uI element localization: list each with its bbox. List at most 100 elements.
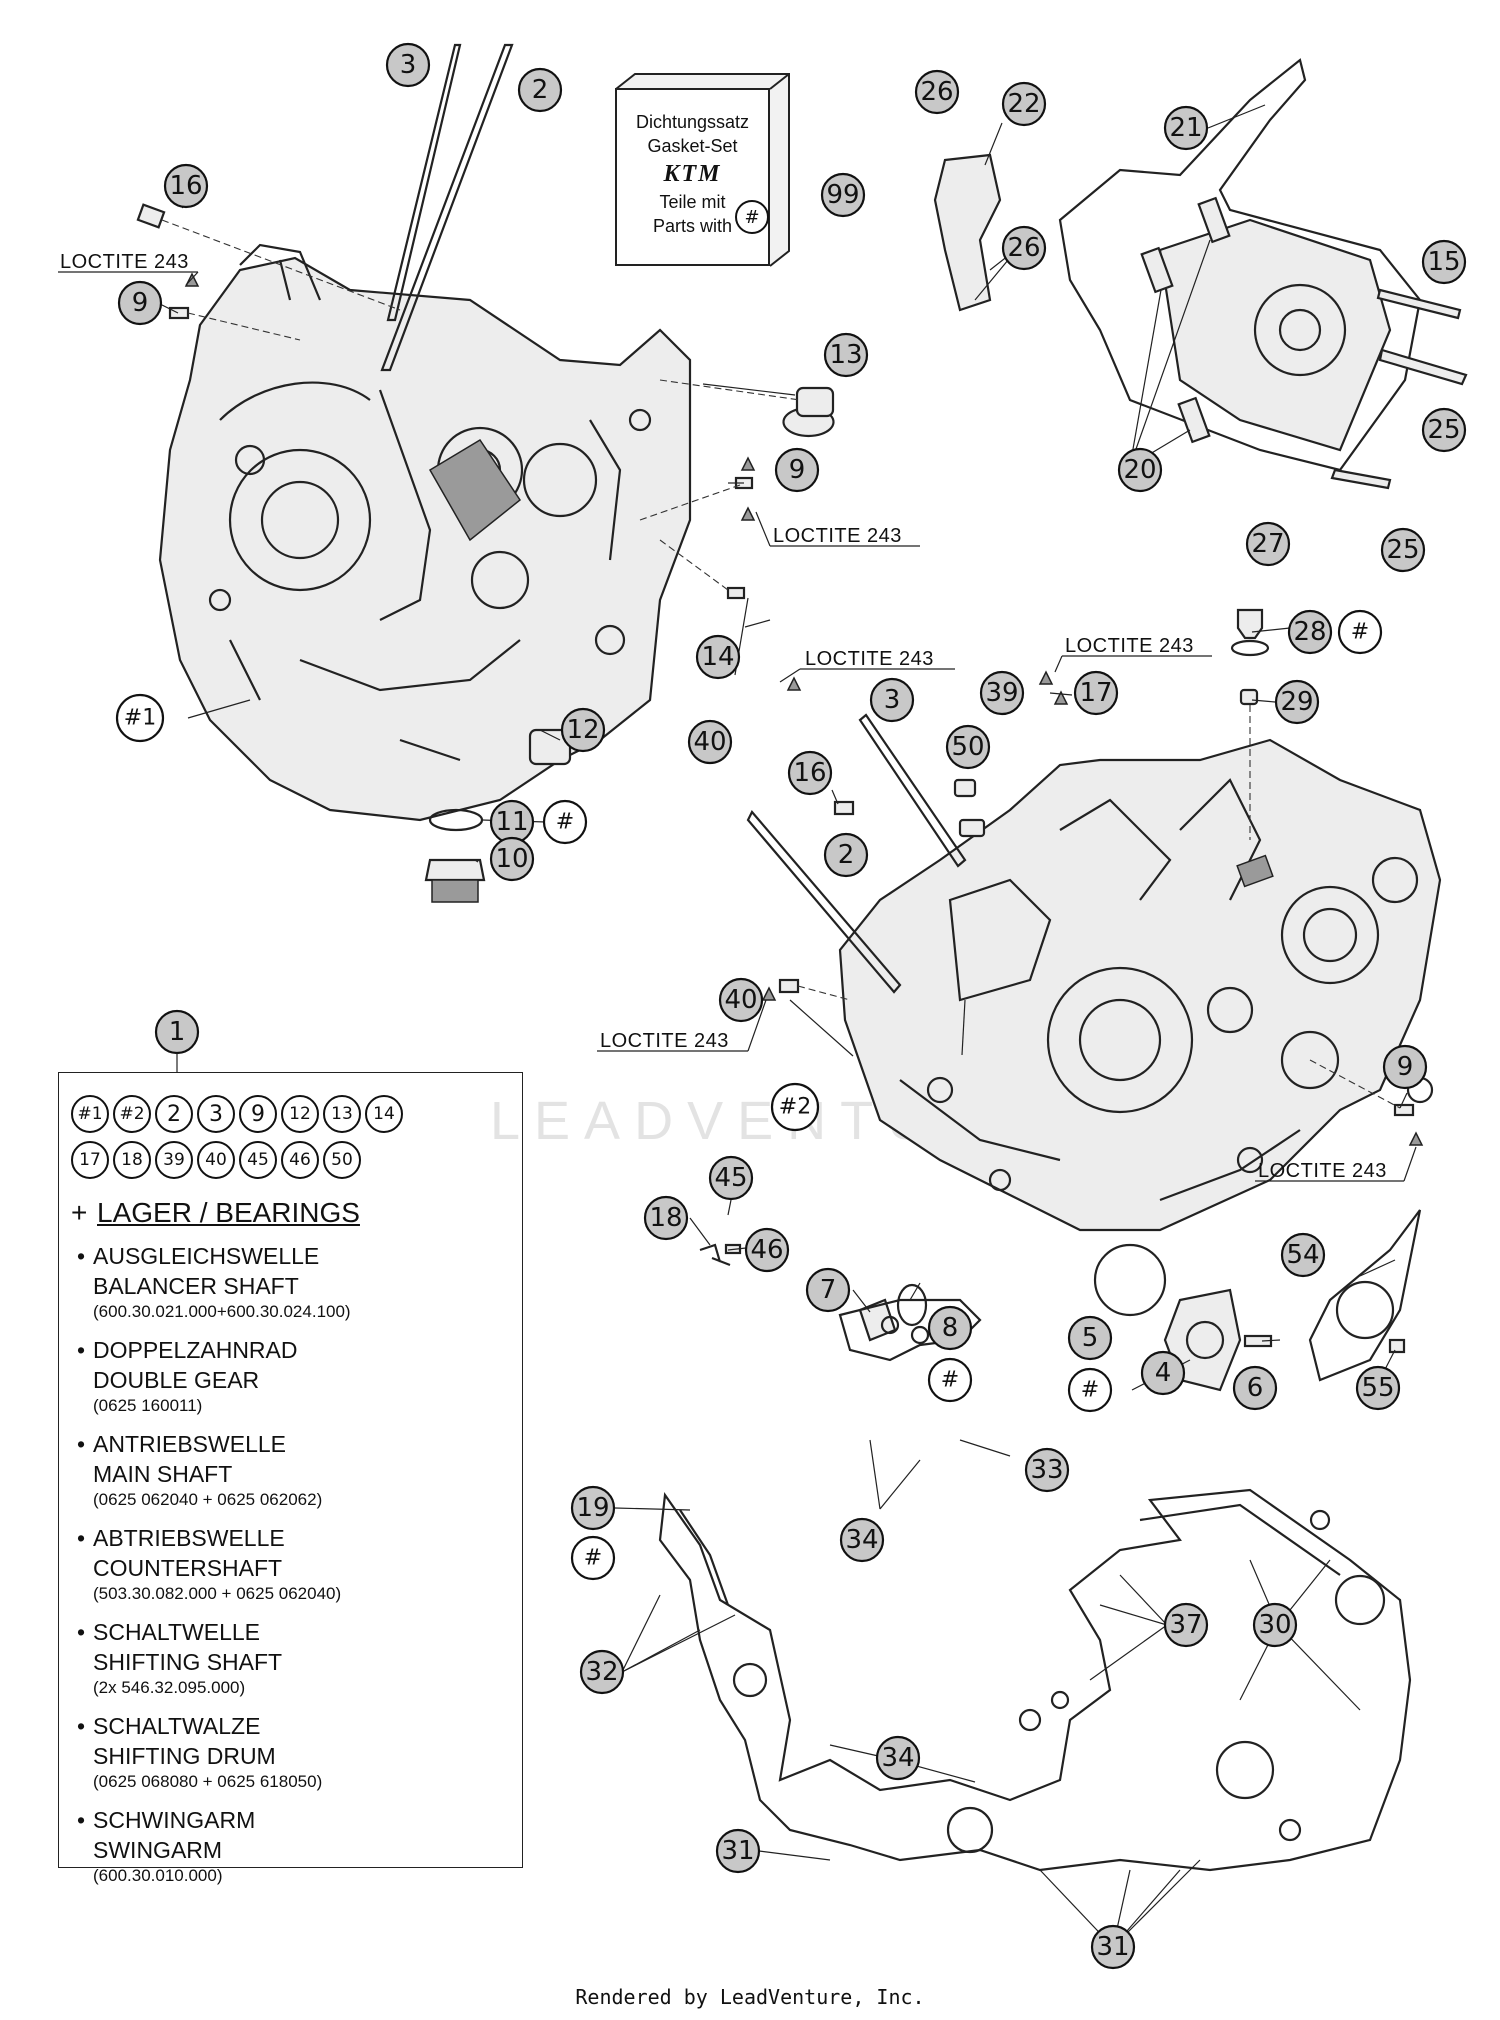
svg-text:#: # [556,810,574,835]
callout-34[interactable]: 34 [839,1517,885,1563]
legend-part-hash1[interactable]: #1 [71,1095,109,1133]
callout-30[interactable]: 30 [1252,1602,1298,1648]
callout-9c[interactable]: 9 [1382,1044,1428,1090]
callout-18[interactable]: 18 [643,1195,689,1241]
callout-2b[interactable]: 2 [823,832,869,878]
callout-15[interactable]: 15 [1421,239,1467,285]
callout-54[interactable]: 54 [1280,1232,1326,1278]
callout-29[interactable]: 29 [1274,679,1320,725]
legend-part-45[interactable]: 45 [239,1141,277,1179]
bearing-pn: (0625 068080 + 0625 618050) [93,1772,323,1791]
callout-37[interactable]: 37 [1163,1602,1209,1648]
callout-14[interactable]: 14 [695,634,741,680]
legend-part-2[interactable]: 2 [155,1095,193,1133]
callout-hash2[interactable]: #2 [770,1082,820,1132]
callout-3b[interactable]: 3 [869,677,915,723]
callout-99[interactable]: 99 [820,172,866,218]
legend-part-17[interactable]: 17 [71,1141,109,1179]
callout-50[interactable]: 50 [945,724,991,770]
callout-9[interactable]: 9 [117,280,163,326]
callout-7[interactable]: 7 [805,1267,851,1313]
svg-text:2: 2 [838,840,855,870]
callout-2[interactable]: 2 [517,67,563,113]
right-small-parts [699,608,1424,1392]
callout-6[interactable]: 6 [1232,1365,1278,1411]
callout-16b[interactable]: 16 [787,750,833,796]
svg-text:45: 45 [714,1163,747,1193]
stud-bolts-upper [380,43,514,372]
callout-25b[interactable]: 25 [1380,527,1426,573]
legend-part-hash2[interactable]: #2 [113,1095,151,1133]
callout-9b[interactable]: 9 [774,447,820,493]
legend-part-9[interactable]: 9 [239,1095,277,1133]
callout-21[interactable]: 21 [1163,105,1209,151]
svg-text:#2: #2 [779,1095,811,1120]
callout-17[interactable]: 17 [1073,670,1119,716]
callout-32[interactable]: 32 [579,1649,625,1695]
legend-part-50[interactable]: 50 [323,1141,361,1179]
callout-31b[interactable]: 31 [1090,1924,1136,1970]
legend-part-14[interactable]: 14 [365,1095,403,1133]
callout-28[interactable]: 28 [1287,609,1333,655]
callout-33[interactable]: 33 [1024,1447,1070,1493]
callout-34b[interactable]: 34 [875,1735,921,1781]
loctite-label-4: LOCTITE 243 [1065,635,1194,657]
callout-45[interactable]: 45 [708,1155,754,1201]
svg-text:#: # [1081,1378,1099,1403]
callout-11[interactable]: 11 [489,799,535,845]
callout-11-hash[interactable]: # [542,799,588,845]
svg-text:34: 34 [881,1743,914,1773]
callout-8[interactable]: 8 [927,1305,973,1351]
callout-39[interactable]: 39 [979,670,1025,716]
legend-part-40[interactable]: 40 [197,1141,235,1179]
legend-part-39[interactable]: 39 [155,1141,193,1179]
callout-31[interactable]: 31 [715,1828,761,1874]
svg-text:40: 40 [724,985,757,1015]
svg-text:#: # [1351,620,1369,645]
svg-text:19: 19 [576,1493,609,1523]
svg-text:9: 9 [1397,1052,1414,1082]
callout-55[interactable]: 55 [1355,1365,1401,1411]
callout-12[interactable]: 12 [560,707,606,753]
callout-5-hash[interactable]: # [1067,1367,1113,1413]
callout-4[interactable]: 4 [1140,1350,1186,1396]
svg-text:33: 33 [1030,1455,1063,1485]
callout-27[interactable]: 27 [1245,521,1291,567]
svg-text:28: 28 [1293,617,1326,647]
callout-13[interactable]: 13 [823,332,869,378]
callout-16[interactable]: 16 [163,163,209,209]
callout-19[interactable]: 19 [570,1485,616,1531]
legend-part-13[interactable]: 13 [323,1095,361,1133]
callout-3[interactable]: 3 [385,42,431,88]
callout-25[interactable]: 25 [1421,407,1467,453]
callout-19-hash[interactable]: # [570,1535,616,1581]
gasket-set-box: Dichtungssatz Gasket-Set KTM Teile mit P… [615,73,790,268]
callout-26b[interactable]: 26 [1001,225,1047,271]
callout-40[interactable]: 40 [687,719,733,765]
callout-26[interactable]: 26 [914,69,960,115]
legend-part-18[interactable]: 18 [113,1141,151,1179]
callout-8-hash[interactable]: # [927,1357,973,1403]
legend-part-3[interactable]: 3 [197,1095,235,1133]
callout-5[interactable]: 5 [1067,1315,1113,1361]
callout-20[interactable]: 20 [1117,447,1163,493]
callout-40b[interactable]: 40 [718,977,764,1023]
callout-28-hash[interactable]: # [1337,609,1383,655]
bearing-pn: (2x 546.32.095.000) [93,1678,246,1697]
callout-46[interactable]: 46 [744,1227,790,1273]
callout-10[interactable]: 10 [489,836,535,882]
legend-part-46[interactable]: 46 [281,1141,319,1179]
svg-text:39: 39 [985,678,1018,708]
callout-1[interactable]: 1 [154,1009,200,1055]
svg-text:26: 26 [920,77,953,107]
svg-text:8: 8 [942,1313,959,1343]
callout-hash1[interactable]: #1 [115,693,165,743]
callout-22[interactable]: 22 [1001,81,1047,127]
svg-text:3: 3 [400,50,417,80]
legend-part-12[interactable]: 12 [281,1095,319,1133]
bearing-de: SCHALTWELLE [93,1617,510,1647]
svg-text:30: 30 [1258,1610,1291,1640]
bearing-pn: (0625 062040 + 0625 062062) [93,1490,323,1509]
